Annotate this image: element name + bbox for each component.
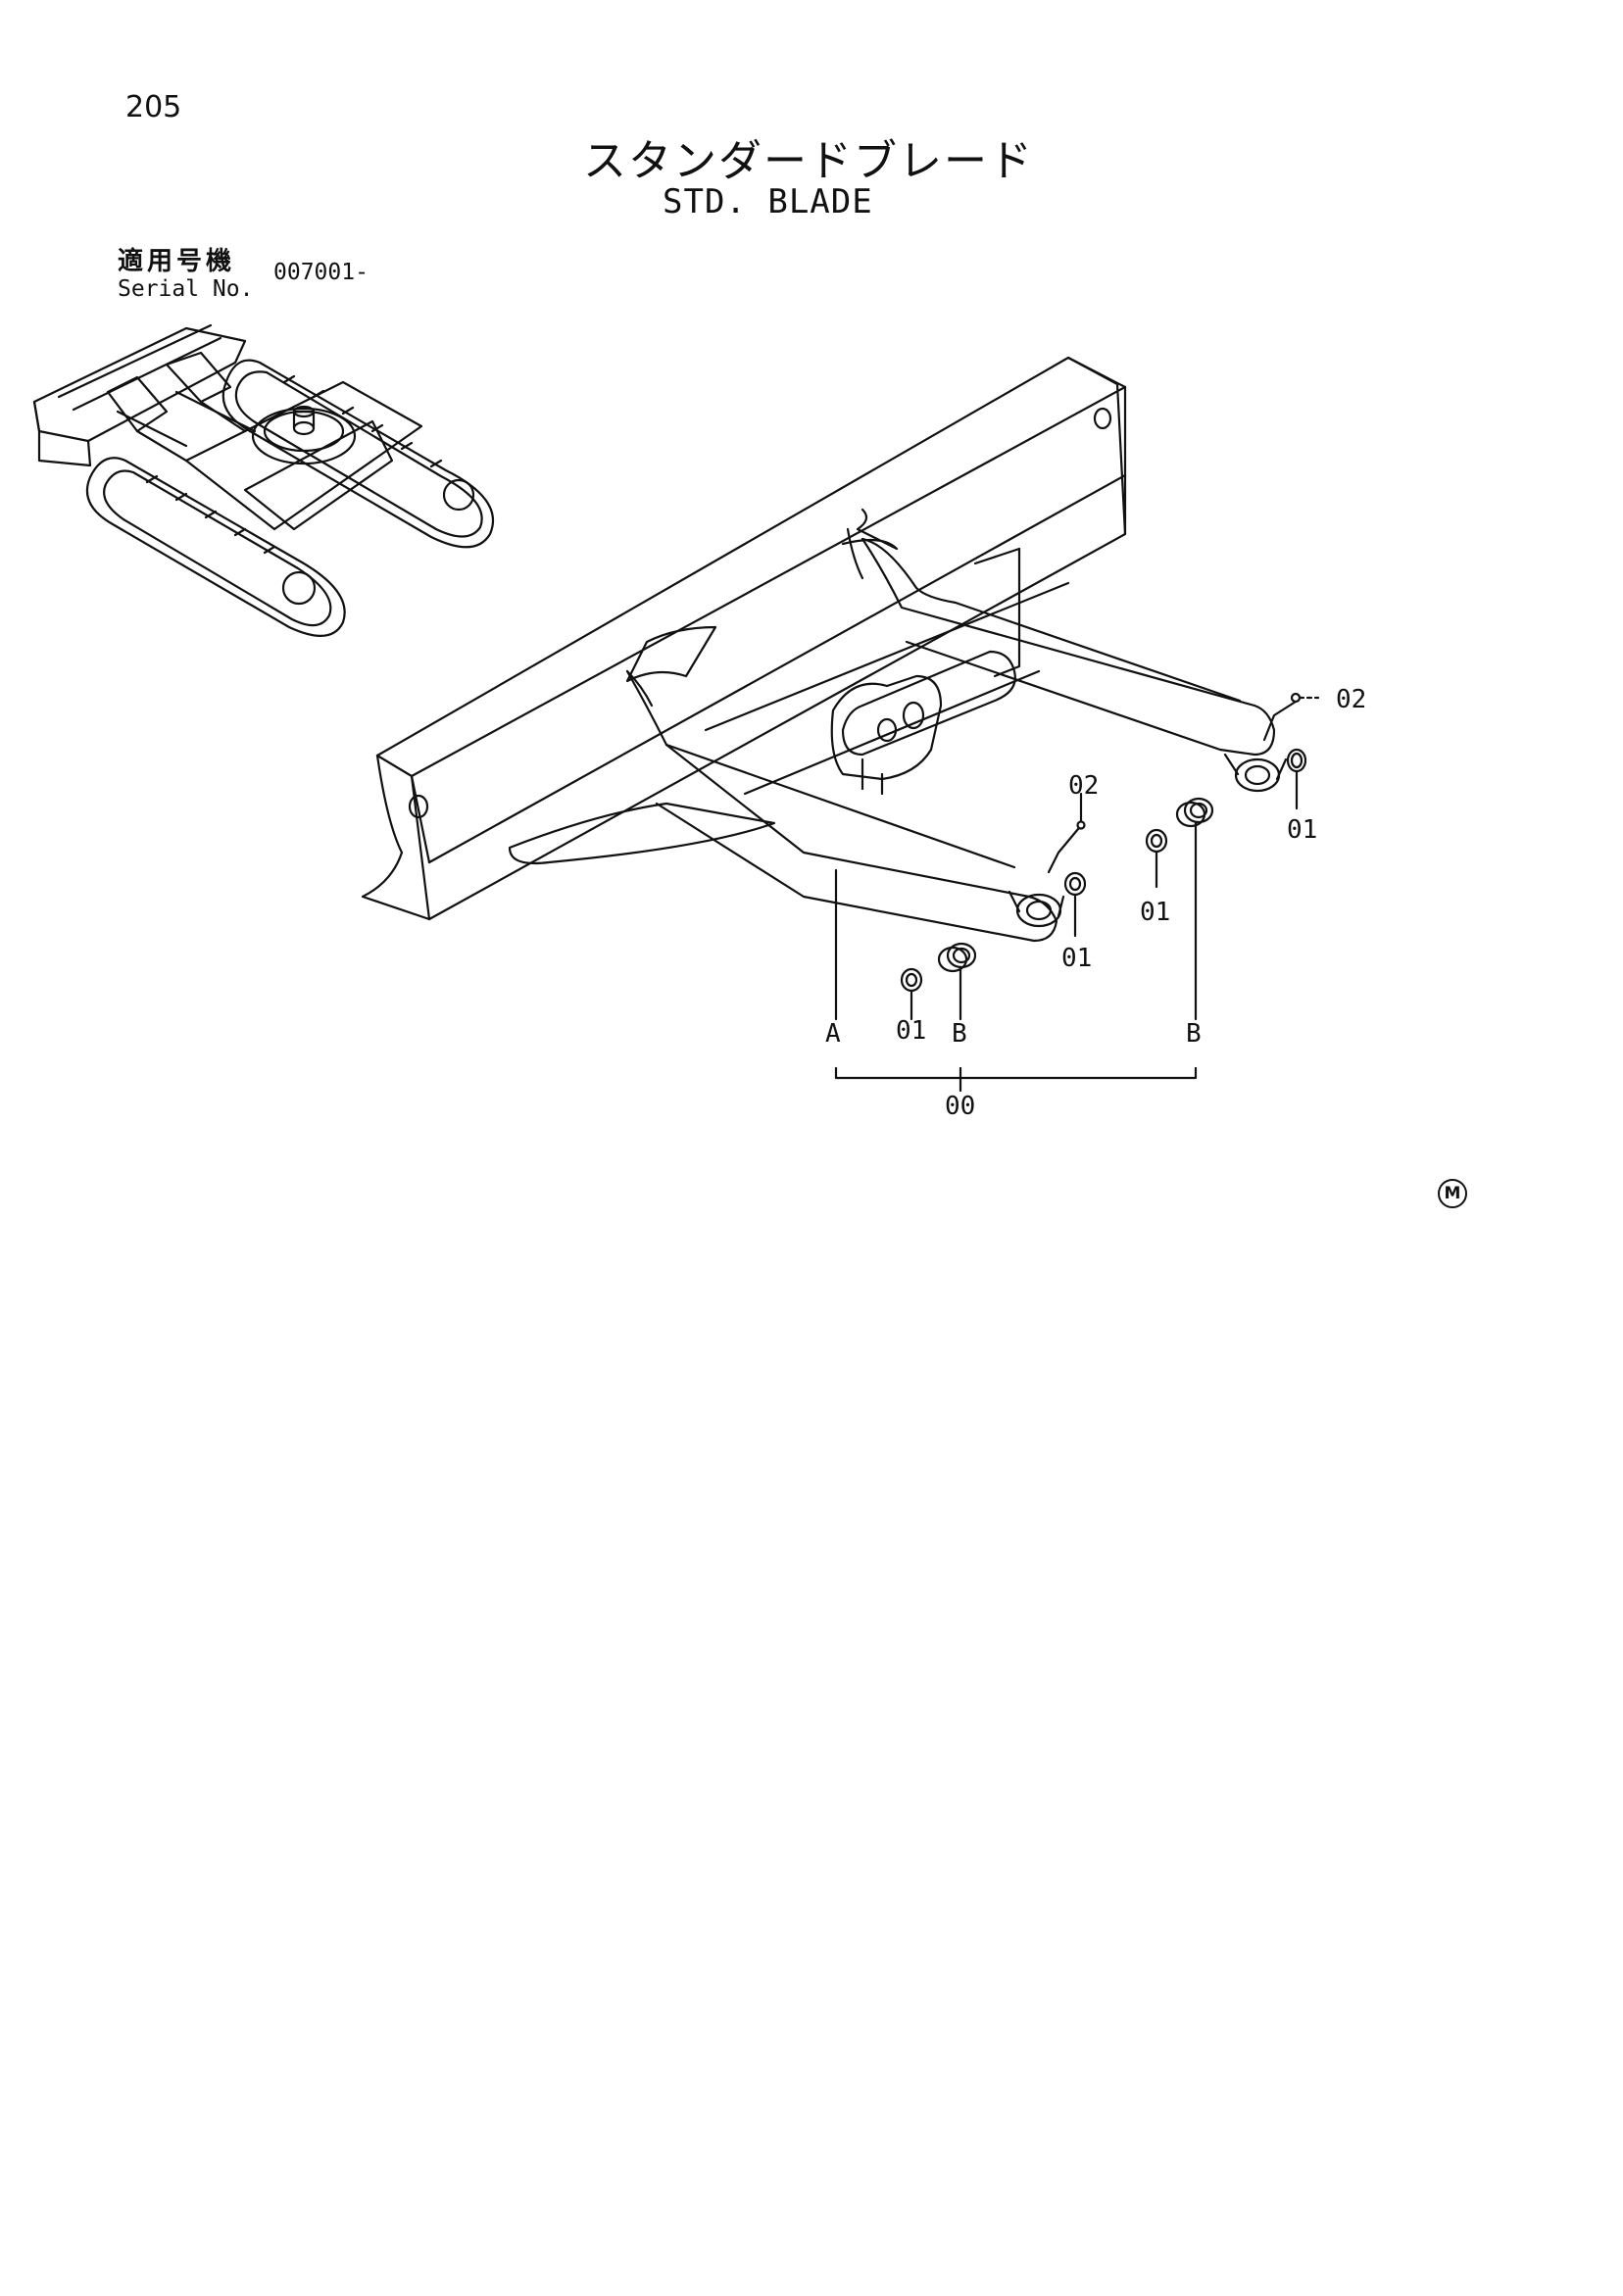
callout-b-right: B bbox=[1186, 1019, 1202, 1049]
serial-label-japanese: 適用号機 bbox=[118, 247, 236, 276]
page-title-english: STD. BLADE bbox=[663, 182, 873, 221]
callout-01-mid-upper: 01 bbox=[1140, 898, 1170, 927]
callout-01-mid-lower: 01 bbox=[1061, 944, 1092, 973]
circled-m-mark: M bbox=[1438, 1179, 1467, 1208]
page-number: 205 bbox=[125, 90, 182, 124]
serial-number-value: 007001- bbox=[273, 260, 369, 285]
serial-label-english: Serial No. bbox=[118, 276, 254, 302]
page-title-japanese: スタンダードブレード bbox=[583, 136, 1034, 186]
callout-02-right: 02 bbox=[1336, 685, 1366, 714]
callout-01-right: 01 bbox=[1287, 815, 1317, 845]
machine-thumbnail bbox=[32, 323, 495, 637]
callout-01-bottom: 01 bbox=[896, 1016, 926, 1046]
callout-a-left: A bbox=[825, 1019, 841, 1049]
blade-assembly-drawing bbox=[361, 356, 1320, 1093]
callout-b-left: B bbox=[952, 1019, 967, 1049]
callout-02-mid: 02 bbox=[1068, 771, 1099, 801]
callout-00-assembly: 00 bbox=[945, 1092, 975, 1121]
